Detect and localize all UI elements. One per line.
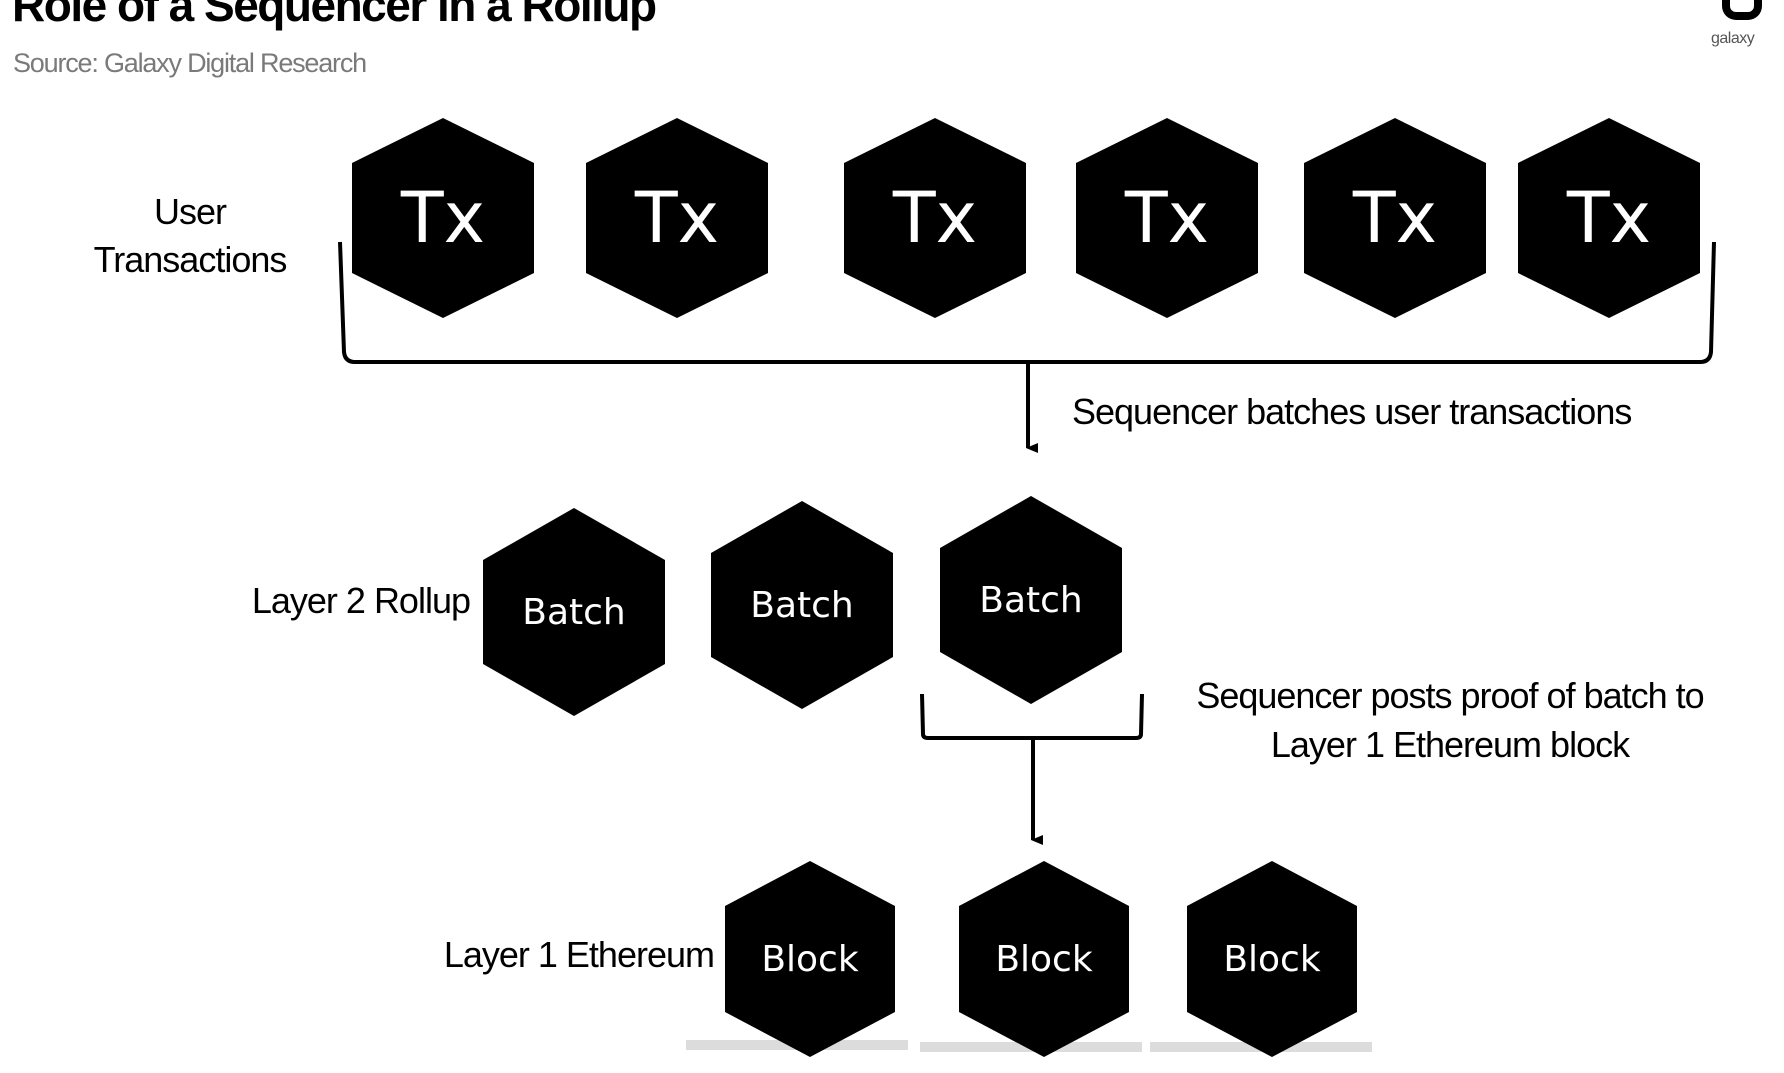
tx-node: Tx — [844, 118, 1026, 318]
batch-node-label: Batch — [979, 580, 1082, 621]
hexagon-shape — [352, 118, 534, 318]
galaxy-logo-text: galaxy — [1711, 30, 1755, 47]
tx-node-label: Tx — [1566, 177, 1651, 259]
source-subtitle: Source: Galaxy Digital Research — [13, 48, 367, 78]
batch-node-label: Batch — [750, 585, 853, 626]
hexagon-shape — [483, 508, 665, 716]
tx-group-bracket — [338, 241, 1716, 364]
tx-node-label: Tx — [400, 177, 485, 259]
hexagon-shape — [725, 861, 895, 1057]
tx-node: Tx — [1518, 118, 1700, 318]
posting-annotation-line1: Sequencer posts proof of batch to — [1196, 675, 1703, 716]
hexagon-shape — [1187, 861, 1357, 1057]
galaxy-logo: galaxy — [1700, 0, 1780, 62]
tx-node: Tx — [352, 118, 534, 318]
tx-node: Tx — [1304, 118, 1486, 318]
block-node: Block — [1187, 861, 1357, 1057]
layer2-rollup-label: Layer 2 Rollup — [252, 580, 470, 621]
page-title: Role of a Sequencer in a Rollup — [12, 0, 657, 31]
tx-node-label: Tx — [1352, 177, 1437, 259]
user-transactions-label-line2: Transactions — [94, 239, 287, 280]
batching-annotation: Sequencer batches user transactions — [1072, 391, 1631, 432]
tx-node: Tx — [586, 118, 768, 318]
galaxy-logo-icon — [1722, 0, 1762, 20]
hexagon-shape — [1076, 118, 1258, 318]
block-node: Block — [725, 861, 895, 1057]
batch-node: Batch — [483, 508, 665, 716]
hexagon-shape — [1304, 118, 1486, 318]
block-node-label: Block — [995, 939, 1093, 980]
hexagon-shape — [586, 118, 768, 318]
hexagon-shape — [844, 118, 1026, 318]
hexagon-shape — [940, 496, 1122, 704]
tx-node: Tx — [1076, 118, 1258, 318]
batch-node: Batch — [711, 501, 893, 709]
batch-node: Batch — [940, 496, 1122, 704]
block-node-label: Block — [1223, 939, 1321, 980]
batch-node-label: Batch — [522, 592, 625, 633]
hexagon-shape — [711, 501, 893, 709]
tx-node-label: Tx — [1124, 177, 1209, 259]
posting-annotation-line2: Layer 1 Ethereum block — [1271, 724, 1631, 765]
hexagon-shape — [1518, 118, 1700, 318]
layer1-ethereum-label: Layer 1 Ethereum — [444, 934, 714, 975]
hexagon-shape — [959, 861, 1129, 1057]
block-node: Block — [959, 861, 1129, 1057]
user-transactions-label-line1: User — [154, 191, 227, 232]
block-node-label: Block — [761, 939, 859, 980]
tx-node-label: Tx — [634, 177, 719, 259]
tx-node-label: Tx — [892, 177, 977, 259]
